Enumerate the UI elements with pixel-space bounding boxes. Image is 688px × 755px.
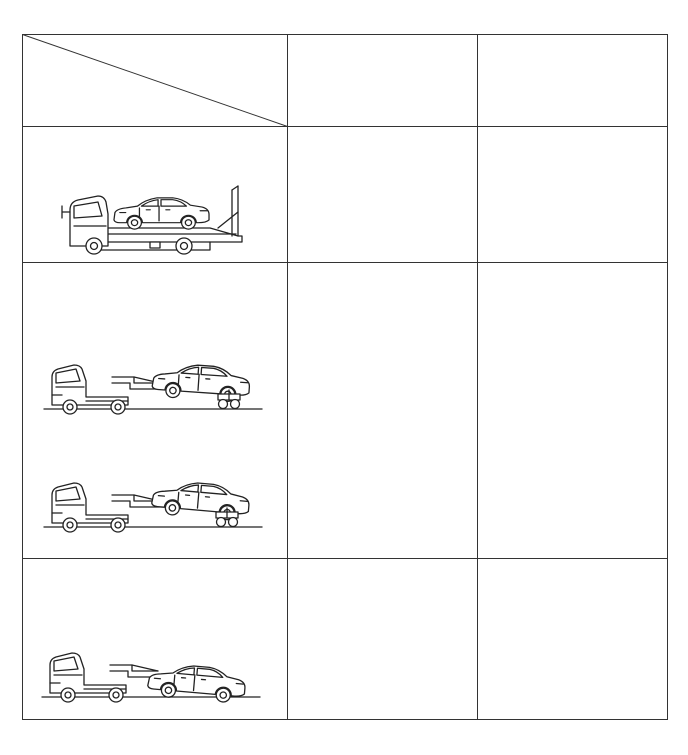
wheel-lift-tow-truck-rear-icon [41, 652, 261, 705]
header-diagonal-divider [22, 34, 288, 127]
table-grid [22, 34, 668, 720]
wheel-lift-tow-truck-dolly-icon [43, 478, 263, 533]
wheel-lift-tow-truck-front-icon [43, 361, 263, 415]
flatbed-tow-truck-icon [61, 185, 243, 255]
